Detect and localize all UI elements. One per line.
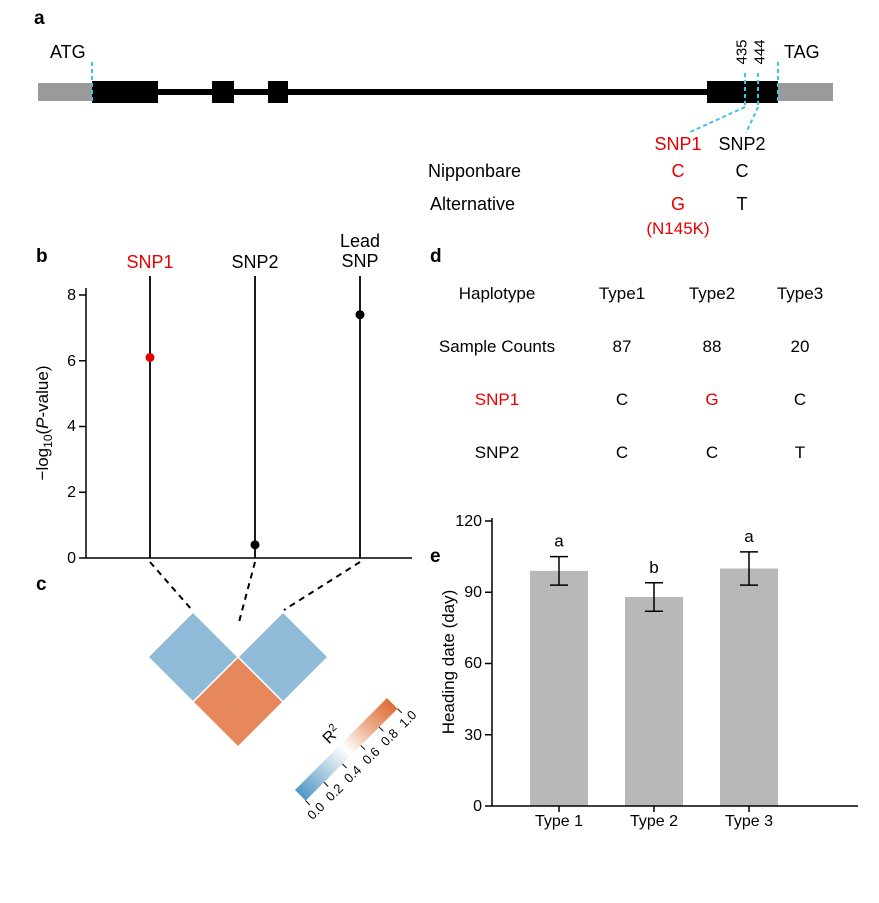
nipponbare-label: Nipponbare [428, 161, 522, 181]
sample-count-type1: 87 [612, 337, 632, 356]
sig-letter-type1: a [554, 532, 564, 551]
ld-colorbar-ticks [305, 708, 403, 806]
bars [530, 568, 778, 806]
snp1-allele-type3: C [793, 390, 807, 409]
snp1-allele-type1: C [615, 390, 629, 409]
snp1-point [145, 352, 155, 362]
b-snp1-column-label: SNP1 [126, 252, 174, 272]
alternative-snp2-allele: T [736, 194, 748, 214]
bar-type3 [720, 568, 778, 806]
e-ytick-60: 60 [464, 655, 482, 672]
bar-chart: a b a [485, 518, 858, 812]
e-xtick-type2: Type 2 [629, 813, 679, 830]
b-ytick-0: 0 [67, 550, 76, 567]
b-ytick-2: 2 [67, 484, 76, 501]
panel-label-b: b [36, 246, 48, 267]
b-ytick-6: 6 [67, 353, 76, 370]
association-plot [79, 276, 412, 559]
e-x-ticks [558, 806, 750, 812]
alternative-snp1-allele: G [670, 194, 685, 214]
ld-cells [146, 610, 330, 749]
ld-cell-snp1-lead [191, 655, 285, 749]
b-snp2-column-label: SNP2 [231, 252, 279, 272]
stop-codon-label: TAG [784, 42, 820, 62]
snp1-callout-line [687, 106, 746, 134]
e-xtick-type3: Type 3 [724, 813, 774, 830]
ylabel-p: P [33, 417, 52, 429]
e-y-ticks [485, 520, 492, 807]
e-ytick-30: 30 [464, 727, 482, 744]
exon-3 [268, 81, 288, 103]
sample-counts-rowlabel: Sample Counts [438, 337, 556, 356]
ylabel-sub-10: 10 [41, 434, 55, 448]
connector-snp1 [149, 561, 193, 611]
b-y-axis-title: −log10(P-value) [33, 366, 55, 481]
ld-heatmap: 0.0 0.2 0.4 0.6 0.8 1.0 R2 [146, 561, 419, 823]
connector-lead [283, 561, 361, 611]
snp2-allele-type3: T [794, 443, 806, 462]
exon-1 [92, 81, 158, 103]
e-ytick-0: 0 [473, 798, 482, 815]
position-444-label: 444 [752, 39, 769, 64]
sig-letter-type3: a [744, 527, 754, 546]
r-squared-label: R2 [318, 722, 344, 748]
ld-color-scale: 0.0 0.2 0.4 0.6 0.8 1.0 R2 [295, 698, 419, 823]
gene-structure-diagram: 435 444 [38, 39, 833, 134]
association-points [145, 310, 365, 550]
b-ytick-8: 8 [67, 287, 76, 304]
alternative-label: Alternative [430, 194, 516, 214]
hap-table-header-type2: Type2 [688, 284, 736, 303]
snp1-callout-label: SNP1 [654, 134, 702, 154]
exon-2 [212, 81, 234, 103]
bar-type2 [625, 597, 683, 806]
bar-type1 [530, 570, 588, 806]
panel-label-e: e [430, 546, 441, 567]
start-codon-label: ATG [50, 42, 86, 62]
b-ytick-4: 4 [67, 418, 76, 435]
snp-position-markers [91, 62, 779, 134]
snp2-allele-type1: C [615, 443, 629, 462]
snp2-rowlabel: SNP2 [474, 443, 520, 462]
panel-label-d: d [430, 246, 442, 267]
e-xtick-type1: Type 1 [534, 813, 584, 830]
lead-snp-point [355, 310, 365, 320]
amino-acid-change-label: (N145K) [646, 219, 710, 238]
ylabel-value: -value) [33, 365, 52, 418]
snp1-rowlabel: SNP1 [474, 390, 520, 409]
b-y-ticks [79, 294, 86, 559]
hap-table-header-rowlabel: Haplotype [458, 284, 536, 303]
snp2-callout-line [745, 106, 759, 134]
sample-count-type3: 20 [790, 337, 810, 356]
position-435-label: 435 [734, 39, 751, 64]
lead-snp-line2: SNP [341, 251, 379, 271]
e-ytick-90: 90 [464, 584, 482, 601]
sample-count-type2: 88 [702, 337, 722, 356]
ld-colorbar [295, 698, 398, 801]
ylabel-neg-log: −log [33, 447, 52, 481]
panel-label-c: c [36, 574, 47, 595]
error-bars [550, 551, 758, 612]
snp2-callout-label: SNP2 [718, 134, 766, 154]
connector-snp2 [238, 561, 256, 623]
snp2-allele-type2: C [705, 443, 719, 462]
ld-connector-lines [149, 561, 361, 623]
utr-5prime [38, 83, 92, 101]
ylabel-paren: ( [33, 428, 52, 435]
nipponbare-snp1-allele: C [671, 161, 685, 181]
snp1-allele-type2: G [705, 390, 719, 409]
b-lead-snp-column-label: Lead SNP [325, 231, 395, 271]
hap-table-header-type3: Type3 [776, 284, 824, 303]
panel-label-a: a [34, 8, 45, 29]
utr-3prime [778, 83, 833, 101]
snp2-point [250, 540, 260, 550]
exon-4 [707, 81, 778, 103]
e-ytick-120: 120 [455, 513, 482, 530]
nipponbare-snp2-allele: C [735, 161, 749, 181]
hap-table-header-type1: Type1 [598, 284, 646, 303]
lead-snp-line1: Lead [339, 231, 381, 251]
significance-letters: a b a [554, 527, 754, 577]
sig-letter-type2: b [649, 558, 658, 577]
